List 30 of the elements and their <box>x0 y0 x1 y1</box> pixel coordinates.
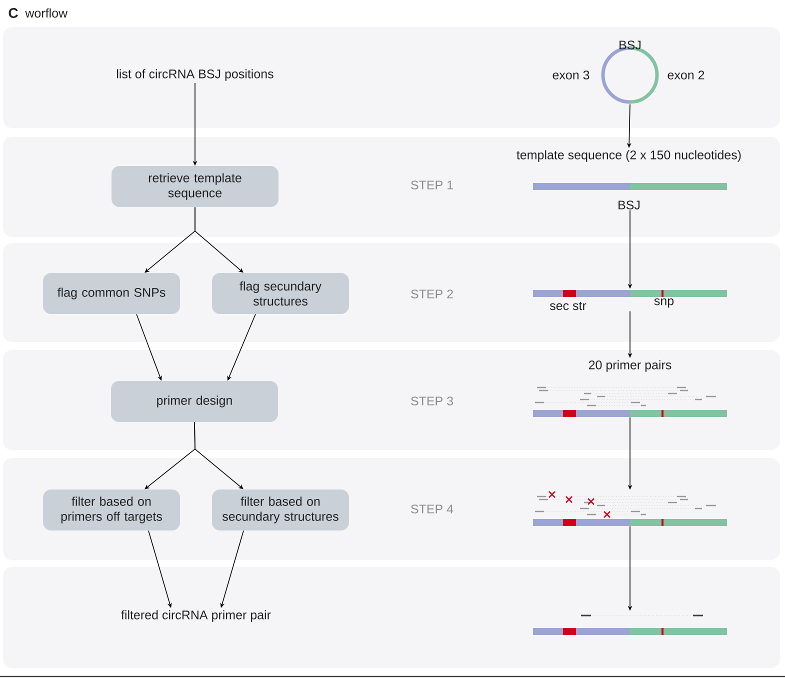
bar-label: BSJ <box>618 200 640 210</box>
primer-drawing <box>533 614 727 635</box>
step-label: STEP 2 <box>411 290 453 298</box>
primer-drawing <box>533 490 727 526</box>
step-text: 20 primer pairs <box>588 360 672 372</box>
node-caption: BSJ <box>620 40 641 50</box>
process-box: flag secundary structures <box>212 273 349 314</box>
bar-label: sec str <box>550 302 586 310</box>
step-label: STEP 3 <box>411 396 453 406</box>
process-box: filter based on secundary structures <box>212 490 349 530</box>
node-caption: exon 2 <box>668 70 704 80</box>
step-text: list of circRNA BSJ positions <box>117 69 274 81</box>
process-box: filter based on primers off targets <box>43 490 180 530</box>
process-box: flag common SNPs <box>43 273 180 314</box>
band-background <box>3 27 780 128</box>
primer-drawing <box>533 386 727 417</box>
bar-label: snp <box>654 298 674 308</box>
band-background <box>3 567 780 668</box>
arrow <box>194 422 244 490</box>
title: worflow <box>25 8 68 18</box>
panel-letter: C <box>8 8 18 18</box>
step-label: STEP 4 <box>411 504 454 514</box>
band-background <box>3 137 780 237</box>
process-box: primer design <box>111 381 278 422</box>
step-label: STEP 1 <box>411 180 453 190</box>
step-text: filtered circRNA primer pair <box>121 610 271 622</box>
step-text: template sequence (2 x 150 nucleotides) <box>516 150 741 162</box>
node-caption: exon 3 <box>552 70 590 80</box>
process-box: retrieve template sequence <box>112 166 278 207</box>
arrow <box>194 206 244 273</box>
